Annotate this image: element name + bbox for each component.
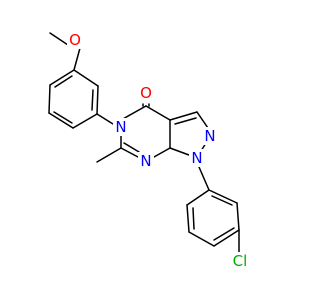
- methoxy-oxygen-label: O: [69, 31, 81, 49]
- bond-c7a-n7: [153, 147, 171, 158]
- chlorine-atom: Cl: [229, 252, 251, 270]
- bond-n7-c6-a: [120, 147, 139, 158]
- bond-ring-a-5: [48, 84, 51, 114]
- bond-ring-a-3: [72, 113, 98, 129]
- bond-ring-b-5: [186, 204, 190, 233]
- bonds: [48, 32, 240, 254]
- bond-ring-a-2: [96, 85, 99, 115]
- n1-atom: N: [189, 149, 205, 167]
- bond-c6-methyl: [96, 147, 122, 163]
- bond-c4-c3a: [145, 105, 171, 121]
- bond-c3a-c3-a: [169, 111, 198, 121]
- carbonyl-oxygen-atom: O: [138, 84, 154, 102]
- bond-aryl-n5: [96, 113, 114, 125]
- bond-n5-c4: [120, 105, 147, 121]
- bond-n1-aryl: [198, 166, 210, 191]
- n7-atom: N: [138, 152, 154, 170]
- bond-ring-a-inner-2: [53, 111, 73, 124]
- n2-label: N: [204, 127, 215, 145]
- chlorine-label: Cl: [233, 252, 248, 270]
- n1-label: N: [191, 149, 202, 167]
- bond-o-aryl: [73, 47, 81, 71]
- bond-ring-b-inner-2: [213, 227, 235, 241]
- bond-n7-c6-b: [123, 142, 140, 153]
- n7-label: N: [140, 152, 151, 170]
- methoxy-oxygen-atom: O: [67, 31, 83, 49]
- bond-n1-c7a: [169, 147, 190, 156]
- bond-ring-a-1: [73, 69, 99, 87]
- n5-label: N: [115, 118, 126, 136]
- bond-ring-b-1: [208, 189, 238, 204]
- bond-c3-n2: [196, 111, 209, 129]
- n2-atom: N: [202, 127, 218, 145]
- structure-svg: O O N N N N Cl: [48, 31, 251, 270]
- carbonyl-oxygen-label: O: [140, 84, 152, 102]
- molecule-diagram: O O N N N N Cl: [48, 31, 251, 270]
- n5-atom: N: [113, 118, 129, 136]
- bond-ring-b-2: [236, 202, 240, 231]
- bond-ring-b-4: [188, 231, 215, 247]
- bond-ring-b-3: [213, 229, 240, 247]
- bond-c3a-c3-b: [174, 117, 197, 125]
- atom-labels: O O N N N N Cl: [67, 31, 251, 270]
- bond-ring-a-6: [49, 69, 75, 86]
- bond-ring-b-6: [186, 189, 210, 206]
- bond-ring-a-inner-3: [54, 75, 73, 88]
- bond-ring-b-inner-3: [192, 207, 195, 230]
- bond-methyl-o: [49, 32, 69, 46]
- bond-ring-a-4: [48, 112, 74, 129]
- bond-ring-b-inner-1: [211, 195, 233, 206]
- bond-ring-a-inner-1: [91, 89, 94, 111]
